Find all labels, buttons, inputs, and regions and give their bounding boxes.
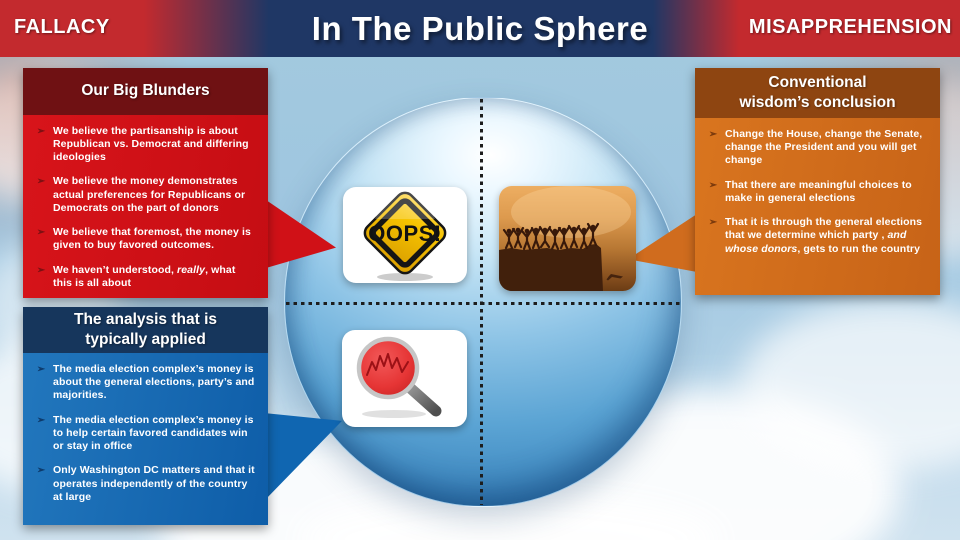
header-bar: FALLACY In The Public Sphere MISAPPREHEN… (0, 0, 960, 57)
bullet-arrow-icon: ➢ (708, 129, 718, 140)
horizontal-dotted-divider (286, 302, 680, 305)
list-item: ➢ The media election complex’s money is … (29, 363, 260, 403)
list-item: ➢ We believe that foremost, the money is… (29, 226, 260, 252)
conventional-wisdom-box: Conventional wisdom’s conclusion ➢ Chang… (695, 68, 940, 295)
crowd-cliff-card (499, 186, 636, 291)
list-item: ➢ We believe the money demonstrates actu… (29, 175, 260, 215)
bullet-arrow-icon: ➢ (36, 176, 46, 188)
conclusion-box-body: ➢ Change the House, change the Senate, c… (695, 118, 940, 295)
line-chart-glyph (366, 353, 409, 376)
analysis-box: The analysis that is typically applied ➢… (23, 307, 268, 525)
bullet-arrow-icon: ➢ (36, 465, 46, 477)
list-item: ➢ The media election complex’s money is … (29, 414, 260, 454)
bullet-arrow-icon: ➢ (36, 227, 46, 239)
fallacy-label: FALLACY (14, 16, 110, 38)
page-title: In The Public Sphere (311, 9, 649, 47)
bullet-arrow-icon: ➢ (36, 414, 46, 426)
list-item: ➢ We haven’t understood, really, what th… (29, 264, 260, 290)
magnifying-glass-chart-icon (356, 336, 442, 418)
bullet-arrow-icon: ➢ (708, 217, 718, 229)
oops-sign-text: OOPS! (368, 221, 441, 246)
airplane-silhouette (606, 274, 623, 281)
oops-warning-sign-icon: OOPS! (363, 191, 447, 281)
list-item: ➢ We believe the partisanship is about R… (29, 125, 260, 165)
bullet-arrow-icon: ➢ (708, 179, 718, 191)
crowd-celebrating-on-cliff-image (499, 186, 636, 291)
blunders-box-body: ➢ We believe the partisanship is about R… (23, 114, 268, 298)
fallacy-blunders-box: Our Big Blunders ➢ We believe the partis… (23, 68, 268, 298)
analysis-box-title: The analysis that is typically applied (23, 307, 268, 353)
analysis-box-body: ➢ The media election complex’s money is … (23, 353, 268, 525)
list-item: ➢ That it is through the general electio… (701, 216, 932, 256)
list-item: ➢ Only Washington DC matters and that it… (29, 464, 260, 504)
conclusion-box-title: Conventional wisdom’s conclusion (695, 68, 940, 118)
oops-sign-card: OOPS! (343, 187, 467, 283)
bullet-arrow-icon: ➢ (36, 125, 46, 137)
list-item: ➢ Change the House, change the Senate, c… (701, 128, 932, 168)
misapprehension-label: MISAPPREHENSION (748, 16, 952, 38)
blunders-box-title: Our Big Blunders (23, 68, 268, 115)
bullet-arrow-icon: ➢ (36, 364, 46, 375)
list-item: ➢ That there are meaningful choices to m… (701, 179, 932, 205)
bullet-arrow-icon: ➢ (36, 264, 46, 276)
magnifier-card (342, 330, 467, 427)
